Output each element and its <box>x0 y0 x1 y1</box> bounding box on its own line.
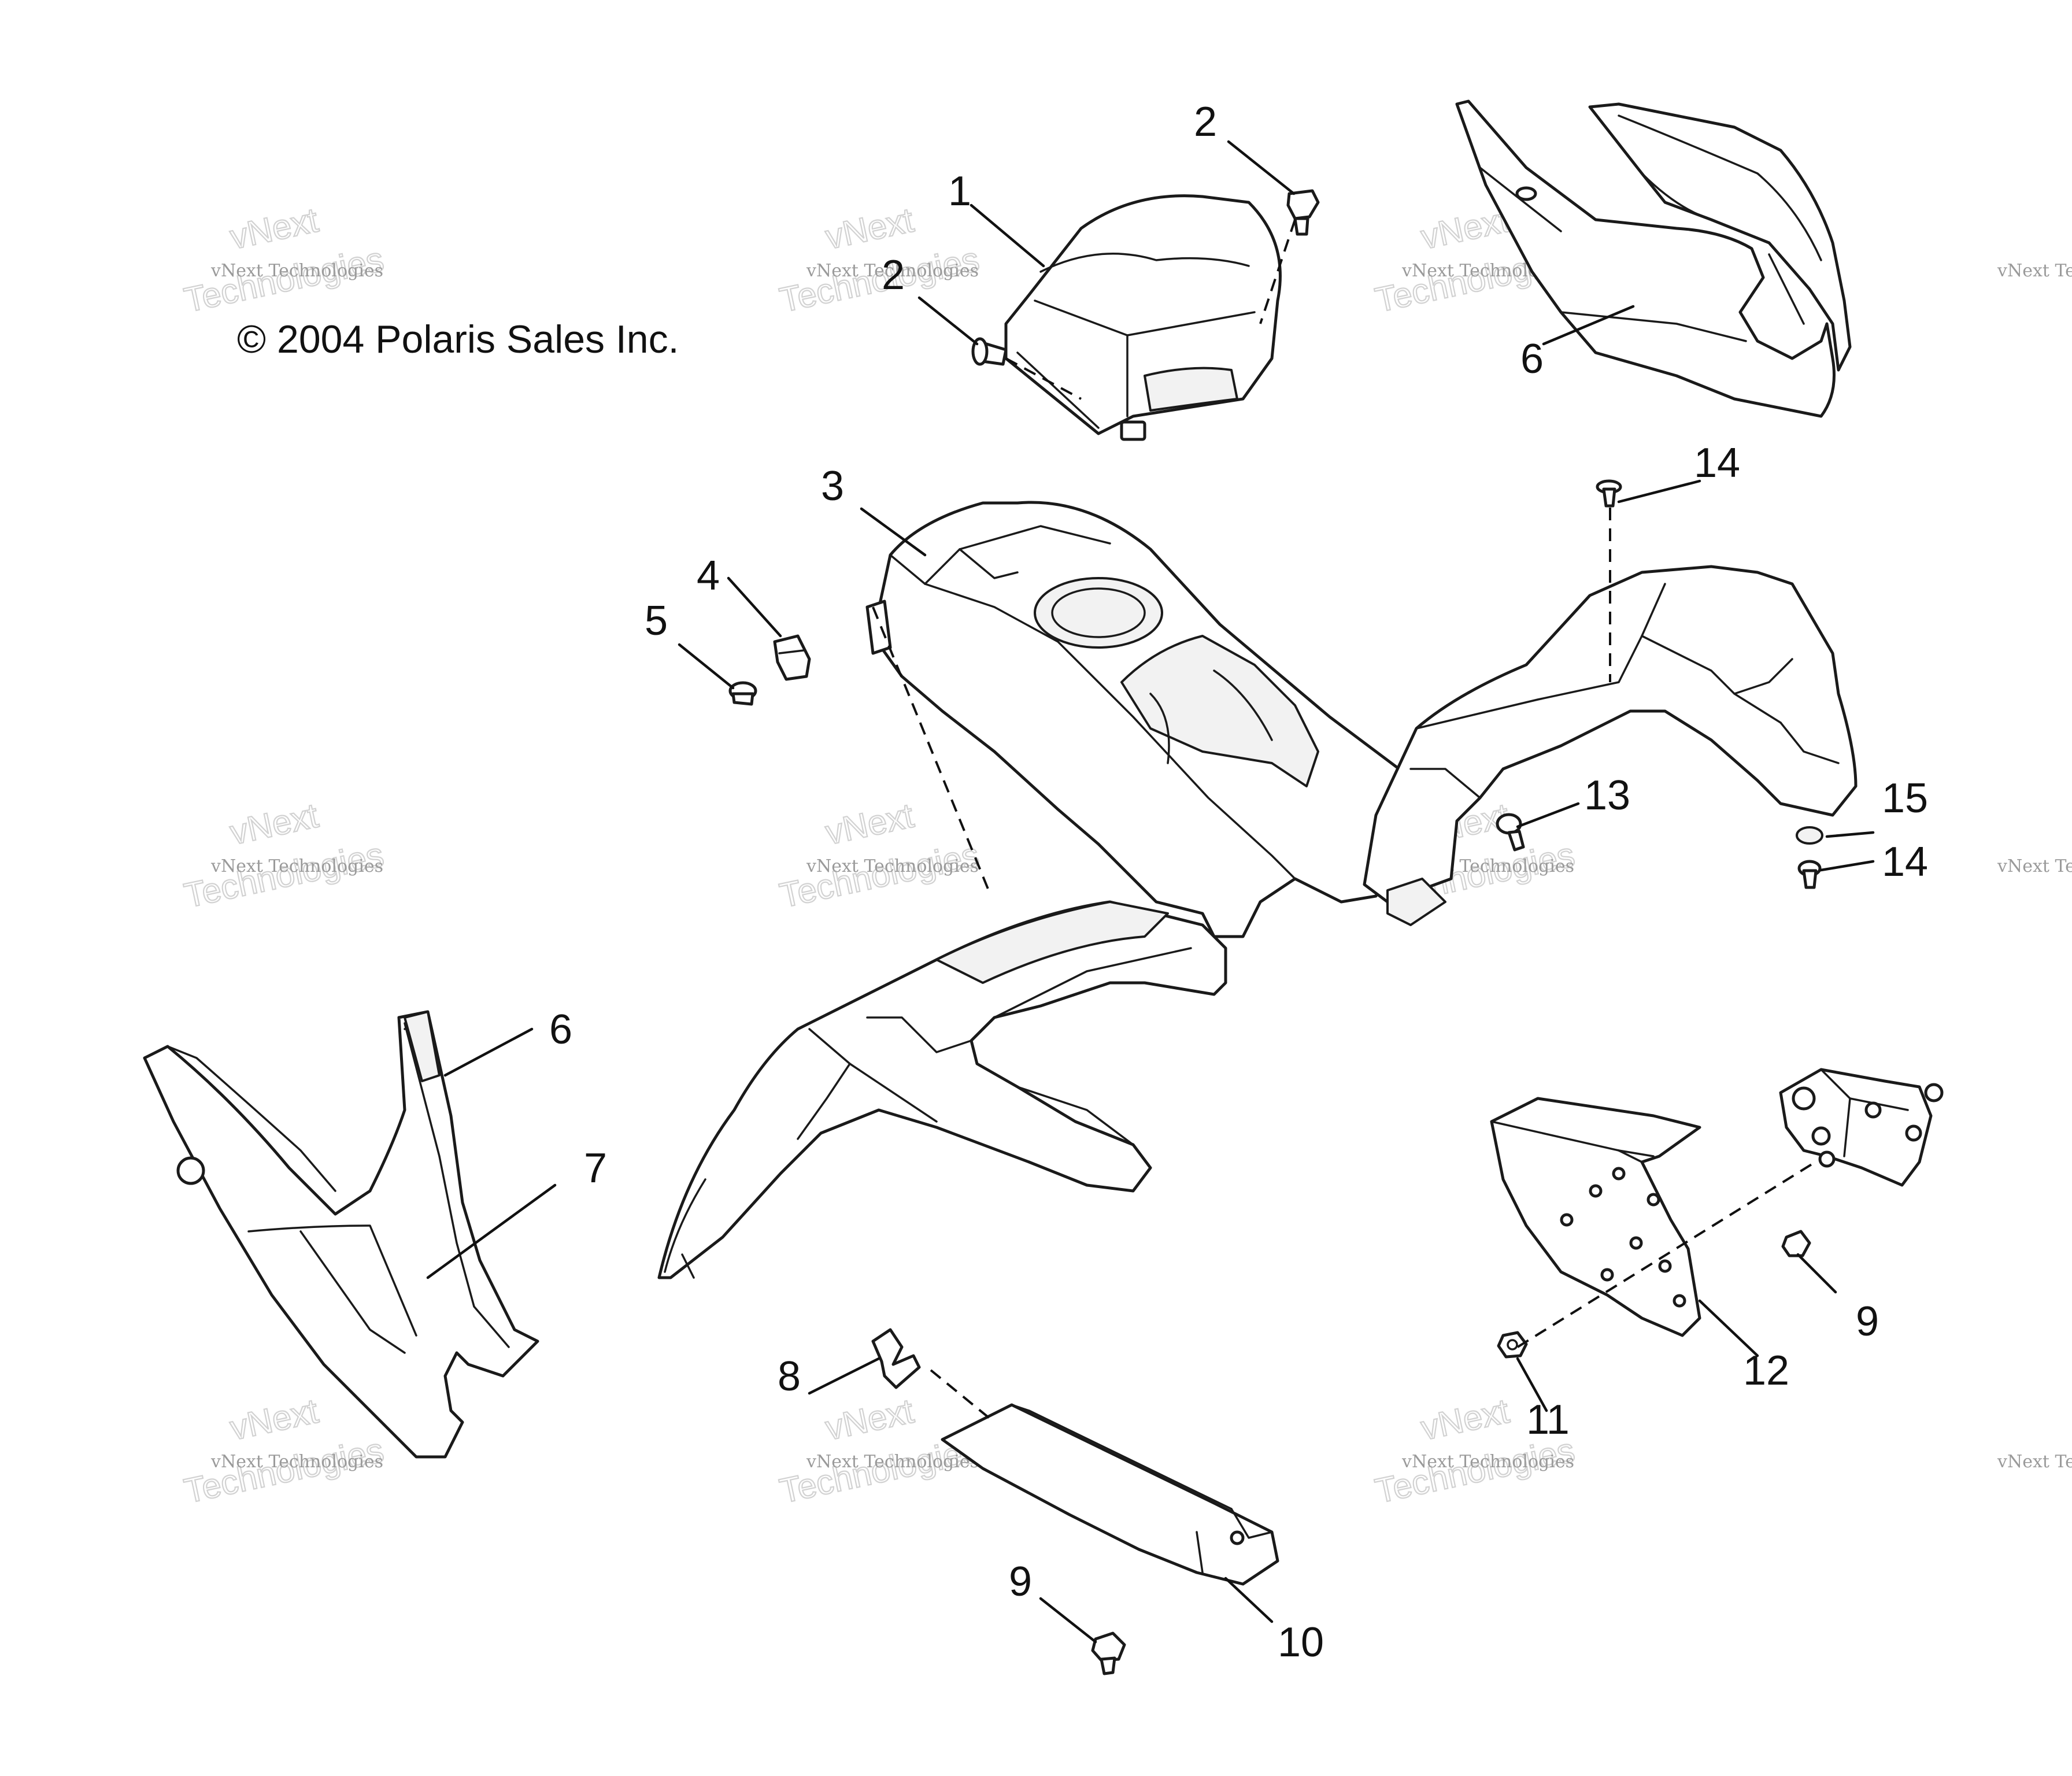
callout-7: 7 <box>584 1145 607 1192</box>
part-9-screw-lower <box>1091 1631 1126 1675</box>
switch-housing <box>1779 1068 1944 1187</box>
svg-text:vNext: vNext <box>822 796 917 852</box>
part-2-screw-left <box>971 337 1008 366</box>
callout-11: 11 <box>1526 1397 1570 1443</box>
part-6-side-panel-upper <box>1455 99 1852 418</box>
callout-12: 12 <box>1743 1348 1789 1394</box>
callout-3: 3 <box>821 463 844 509</box>
callout-10: 10 <box>1278 1619 1324 1666</box>
callout-5: 5 <box>645 598 668 644</box>
svg-text:vNext: vNext <box>227 796 321 852</box>
watermark-caption: vNext Technologies <box>1997 856 2072 876</box>
callout-9-right: 9 <box>1856 1298 1879 1345</box>
callout-2-top: 2 <box>1194 99 1217 145</box>
part-6-7-side-panel-lower <box>143 1010 539 1459</box>
copyright-notice: © 2004 Polaris Sales Inc. <box>237 317 679 361</box>
callout-1: 1 <box>948 168 971 214</box>
part-2-screw-top <box>1286 189 1320 236</box>
part-11-nut <box>1497 1331 1528 1359</box>
callout-13: 13 <box>1584 772 1630 819</box>
callout-9-lower: 9 <box>1009 1559 1032 1605</box>
watermark: vNext Technologies <box>776 795 983 916</box>
callout-14-bottom: 14 <box>1882 839 1928 885</box>
callout-15: 15 <box>1882 775 1928 822</box>
watermark-caption: vNext Technologies <box>1997 1452 2072 1472</box>
svg-text:vNext: vNext <box>1418 1391 1512 1447</box>
part-15-washer <box>1796 826 1823 845</box>
callout-2-left: 2 <box>882 252 905 298</box>
part-8-push-rivet <box>871 1328 921 1389</box>
watermark-caption: vNext Technologies <box>806 261 979 281</box>
callout-4: 4 <box>697 553 720 599</box>
svg-text:vNext: vNext <box>227 200 321 256</box>
leader-lines <box>426 140 1875 1644</box>
callout-6-lower: 6 <box>549 1007 572 1053</box>
part-9-screw-right <box>1781 1230 1811 1257</box>
watermark: vNext Technologies <box>180 1390 388 1511</box>
part-1-headlight-pod <box>1004 194 1282 441</box>
watermark-caption: vNext Technologies <box>806 856 979 876</box>
callout-6-upper: 6 <box>1520 336 1544 382</box>
watermark: vNext Technologies <box>180 199 388 320</box>
watermark-caption: vNext Technologies <box>806 1452 979 1472</box>
part-14-bolt-top <box>1596 479 1622 508</box>
svg-text:vNext: vNext <box>822 200 917 256</box>
part-4-clip-nut <box>773 634 811 681</box>
watermark-caption: vNext Technologies <box>210 856 383 876</box>
part-10-bracket-plate <box>941 1403 1279 1586</box>
watermark-caption: vNext Technologies <box>210 1452 383 1472</box>
callout-labels: 1 2 2 3 4 5 6 6 7 8 9 9 10 11 12 13 14 1… <box>549 99 1928 1666</box>
svg-text:vNext: vNext <box>227 1391 321 1447</box>
part-14-bolt-bottom <box>1797 860 1822 889</box>
watermark-caption: vNext Technologies <box>1401 1452 1574 1472</box>
watermark: vNext Technologies <box>180 795 388 916</box>
part-12-mount-bracket <box>1490 1097 1701 1337</box>
part-3-front-cab <box>657 501 1858 1279</box>
watermark-caption: vNext Technologies <box>1997 261 2072 281</box>
part-13-rivet <box>1496 813 1525 852</box>
watermark-caption: vNext Technologies <box>210 261 383 281</box>
svg-text:vNext: vNext <box>822 1391 917 1447</box>
callout-8: 8 <box>778 1353 801 1400</box>
part-5-screw <box>728 681 757 706</box>
callout-14-top: 14 <box>1694 440 1740 486</box>
